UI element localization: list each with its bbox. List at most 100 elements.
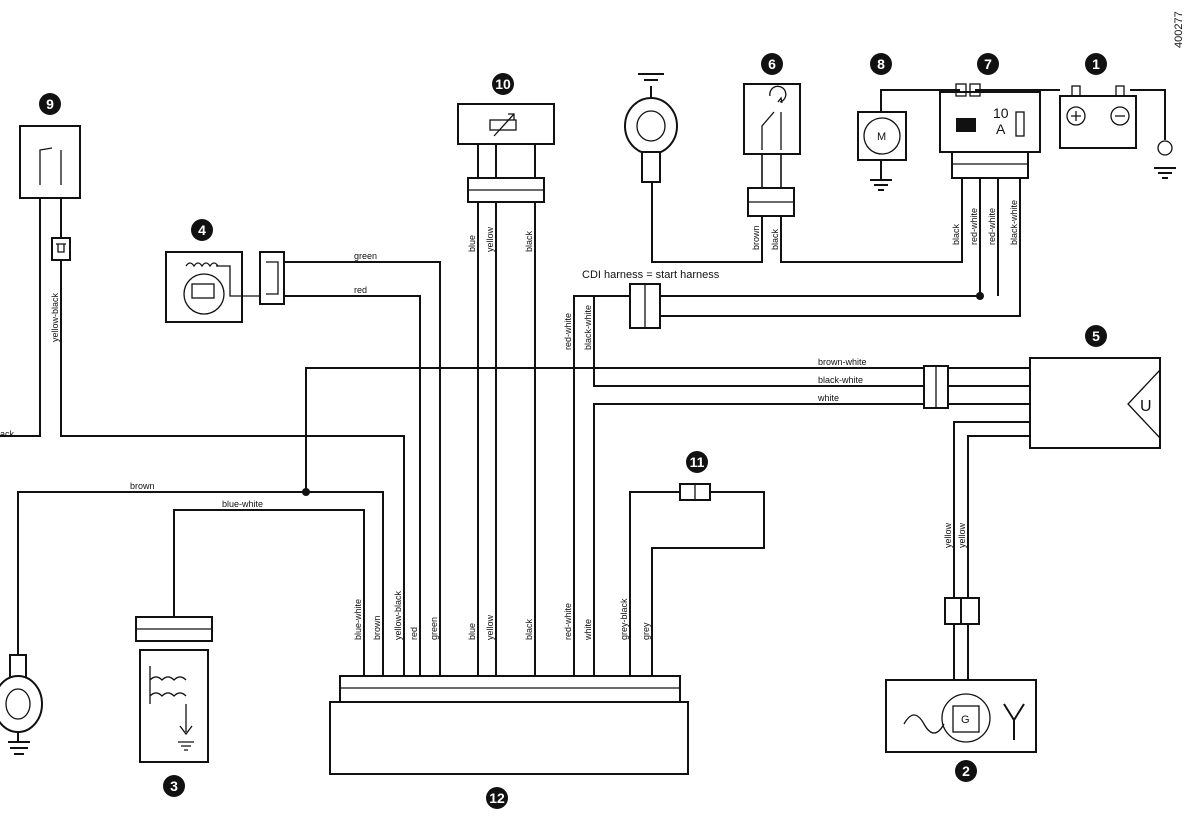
callout-8-badge [870,53,892,75]
label-brown-white-5: brown-white [818,357,867,367]
component-6-switch [743,83,801,217]
callout-4-badge [191,219,213,241]
generator-label: G [961,714,970,726]
label-black-white-7: black-white [1009,200,1019,245]
label-blue-white-top: blue-white [222,499,263,509]
callout-6: 6 [768,56,776,72]
callout-10-badge [492,73,514,95]
label-red-white-7b: red-white [987,208,997,245]
label-b-green: green [429,617,439,640]
fuse-value: 10 [993,105,1009,121]
callout-9-badge [39,93,61,115]
label-yellow-2a: yellow [943,522,953,548]
wire-grey-loop [651,491,765,676]
wire-yellow-2b [967,435,1030,680]
fuse-unit: A [996,121,1006,137]
label-b-brown: brown [372,615,382,640]
callout-9: 9 [46,96,54,112]
vertical-wire-labels: yellow-black blue yellow black brown bla… [50,200,1019,641]
document-id: 400277 [1173,11,1185,48]
label-b-black: black [524,618,534,640]
label-brown-6: brown [751,225,761,250]
callout-2: 2 [962,763,970,779]
label-red-4: red [354,285,367,295]
wire-yellow-2a [953,421,1030,680]
wire-brown-bus [17,491,384,676]
junction-dot-brown [302,488,310,496]
wire-green-4 [285,261,441,676]
component-5-cdi-unit [923,357,1161,449]
callout-12-badge [486,787,508,809]
callout-5: 5 [1092,328,1100,344]
label-red-white-7a: red-white [969,208,979,245]
label-b-grey-black: grey-black [619,598,629,640]
wire-battery-1 [975,89,1166,140]
spark-plug [0,654,43,755]
label-yellow-10: yellow [485,226,495,252]
label-b-white: white [583,619,593,641]
wire-yellow-black-9 [60,150,405,676]
wire-brown-6 [651,182,763,263]
label-b-yellow: yellow [485,614,495,640]
label-yellow-2b: yellow [957,522,967,548]
label-blue-10: blue [467,235,477,252]
label-green-4: green [354,251,377,261]
callout-8: 8 [877,56,885,72]
label-ack: ack [0,429,15,439]
callout-11-badge [686,451,708,473]
component-4-coil [165,251,285,323]
component-horn-top [624,73,678,183]
callout-12: 12 [489,790,505,806]
component-8-motor [857,111,907,191]
wire-switch-9-left [0,150,41,437]
callout-5-badge [1085,325,1107,347]
callout-7: 7 [984,56,992,72]
label-b-blue-white: blue-white [353,599,363,640]
component-12-main-connector [329,675,689,775]
callout-11: 11 [690,454,705,470]
wire-white-5 [593,403,1030,676]
label-b-blue: blue [467,623,477,640]
wire-red-4 [285,295,421,676]
callout-1: 1 [1092,56,1100,72]
horizontal-wire-labels: ack green red brown blue-white brown-whi… [0,251,867,509]
label-red-white-cdi: red-white [563,313,573,350]
label-b-red-white: red-white [563,603,573,640]
label-black-7: black [951,223,961,245]
component-2-generator [885,597,1037,753]
callout-1-badge [1085,53,1107,75]
wire-cdi-black-white [660,178,1021,317]
callout-10: 10 [495,76,511,92]
harness-note: CDI harness = start harness [582,269,720,281]
wire-motor-8 [880,89,960,180]
label-brown-top: brown [130,481,155,491]
junction-dot-red-white [976,292,984,300]
callout-3-badge [163,775,185,797]
label-b-red: red [409,627,419,640]
wire-brown-white-5 [305,367,1030,492]
label-black-white-cdi: black-white [583,305,593,350]
cdi-harness-connector [629,283,661,329]
callout-4: 4 [198,222,206,238]
callouts: 1 2 3 4 5 6 7 8 9 10 11 12 [39,53,1107,809]
label-b-grey: grey [641,622,651,640]
component-10-sensor [457,103,555,203]
wire-red-white-cdi [573,295,630,676]
label-yellow-black-9: yellow-black [50,292,60,342]
callout-7-badge [977,53,999,75]
cdi-unit-label: U [1140,398,1152,415]
component-1-battery [1059,85,1176,179]
wire-black-7 [780,178,963,263]
wire-grey-black [629,491,680,676]
component-9-switch [19,125,81,261]
wire-blue-white [173,509,365,676]
component-3-ignition-coil [135,616,213,763]
component-11-connector [679,483,711,501]
label-white-5: white [817,393,839,403]
motor-label: M [877,131,886,143]
label-black-6: black [770,228,780,250]
callout-3: 3 [170,778,178,794]
label-black-white-5: black-white [818,375,863,385]
component-7-fuse-relay [939,83,1041,179]
